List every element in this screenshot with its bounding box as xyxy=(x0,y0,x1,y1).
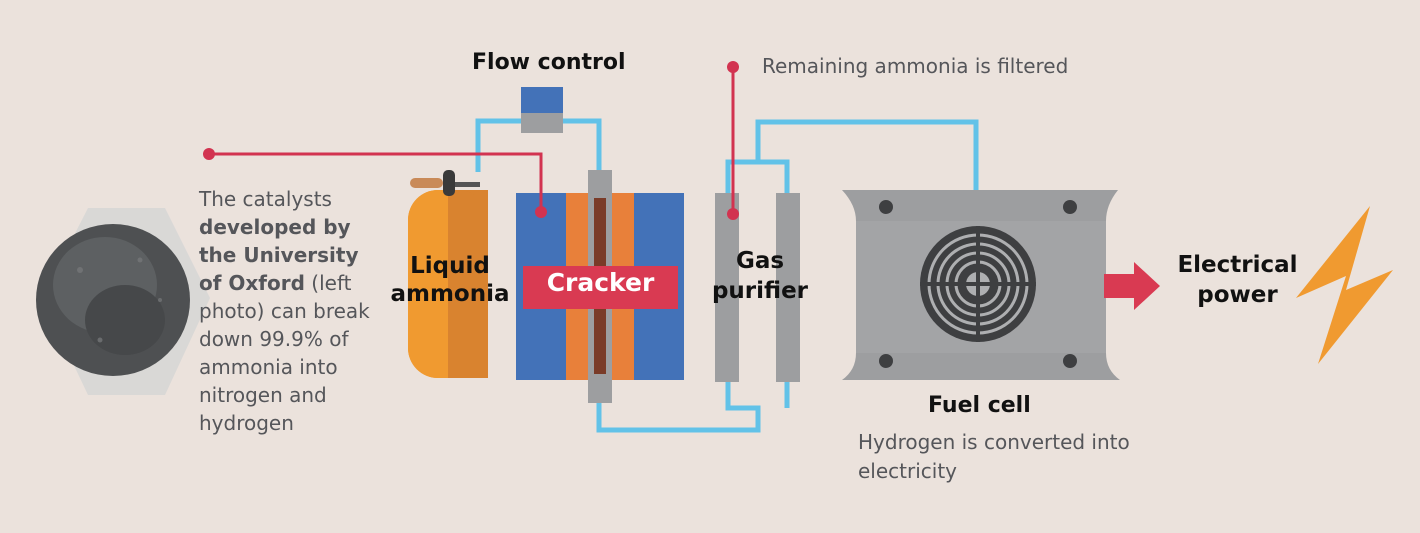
cracker-label: Cracker xyxy=(546,268,655,297)
catalyst-description: The catalysts developed by the Universit… xyxy=(199,185,374,437)
fuel-cell-label: Fuel cell xyxy=(928,393,1031,418)
pointer-lines xyxy=(203,61,739,220)
catalyst-powder-photo xyxy=(36,208,210,395)
remaining-ammonia-note: Remaining ammonia is filtered xyxy=(762,54,1069,78)
fuel-cell-unit xyxy=(842,190,1120,380)
flow-control-valve xyxy=(521,87,563,133)
liquid-ammonia-label: Liquid ammonia xyxy=(390,253,510,307)
description-bold: developed by the University of Oxford xyxy=(199,215,359,295)
ammonia-tank xyxy=(408,170,488,378)
gas-purifier-label: Gas purifier xyxy=(711,248,809,304)
fuel-cell-note: Hydrogen is converted into electricity xyxy=(858,430,1130,483)
description-text-1: The catalysts xyxy=(199,187,332,211)
description-text-2: (left photo) can break down 99.9% of amm… xyxy=(199,271,370,435)
cracker-unit xyxy=(516,170,684,403)
electrical-power-label: Electrical power xyxy=(1177,252,1298,308)
right-arrow-icon xyxy=(1104,262,1160,310)
fan-icon xyxy=(920,226,1036,342)
flow-control-label: Flow control xyxy=(472,50,626,75)
lightning-bolt-icon xyxy=(1296,206,1393,364)
gas-purifier-unit xyxy=(715,193,800,382)
